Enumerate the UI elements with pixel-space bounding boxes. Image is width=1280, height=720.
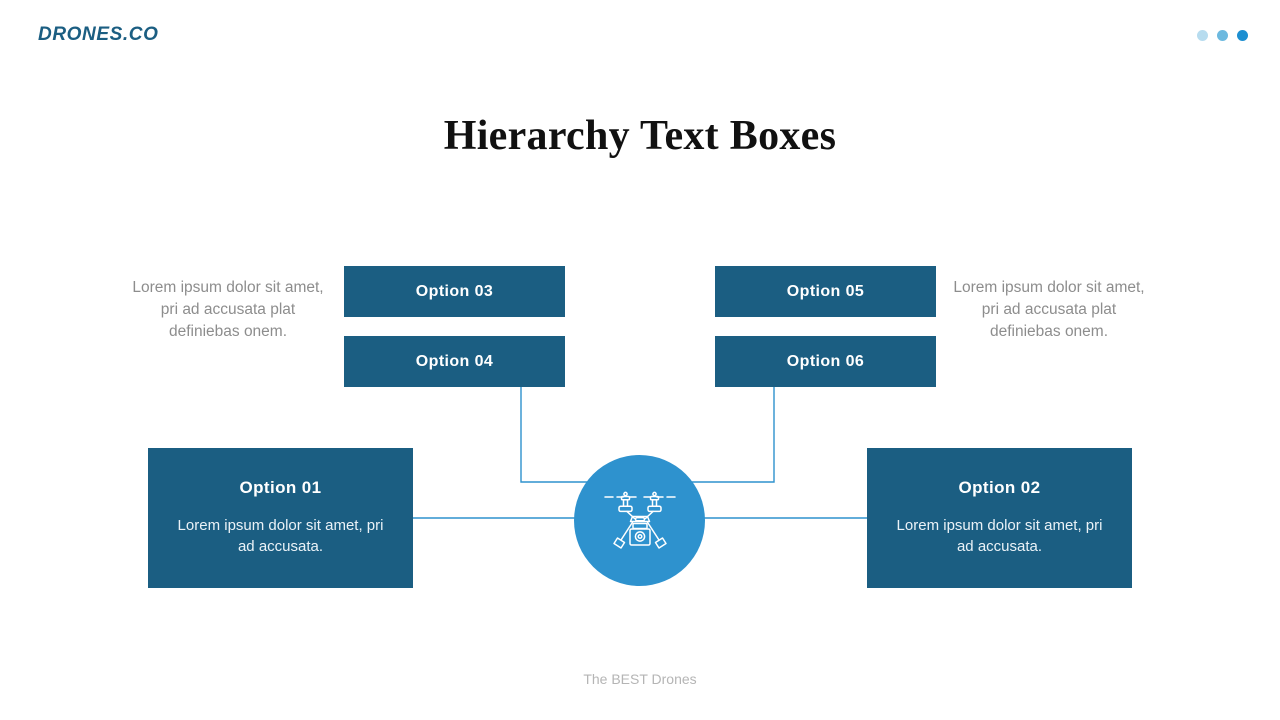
center-badge <box>574 455 705 586</box>
option-panel-02-title: Option 02 <box>958 478 1041 498</box>
footer-note: The BEST Drones <box>583 671 697 687</box>
drone-icon <box>603 491 676 549</box>
side-note-left: Lorem ipsum dolor sit amet, pri ad accus… <box>132 279 324 340</box>
option-panel-01-body: Lorem ipsum dolor sit amet, pri ad accus… <box>177 517 384 555</box>
option-chip-06[interactable]: Option 06 <box>715 336 936 387</box>
option-panel-02[interactable]: Option 02 Lorem ipsum dolor sit amet, pr… <box>867 448 1132 588</box>
option-chip-06-label: Option 06 <box>786 352 865 370</box>
option-chip-03-label: Option 03 <box>415 282 494 300</box>
option-panel-01[interactable]: Option 01 Lorem ipsum dolor sit amet, pr… <box>148 448 413 588</box>
option-chip-03[interactable]: Option 03 <box>344 266 565 317</box>
option-chip-04-label: Option 04 <box>415 352 494 370</box>
option-panel-01-title: Option 01 <box>239 478 322 498</box>
status-dot-1-icon <box>1197 30 1208 41</box>
option-chip-05-label: Option 05 <box>786 282 865 300</box>
status-dot-3-icon <box>1237 30 1248 41</box>
side-note-right: Lorem ipsum dolor sit amet, pri ad accus… <box>953 279 1145 340</box>
option-chip-05[interactable]: Option 05 <box>715 266 936 317</box>
status-dots-group <box>1197 30 1248 41</box>
status-dot-2-icon <box>1217 30 1228 41</box>
option-chip-04[interactable]: Option 04 <box>344 336 565 387</box>
page-title: Hierarchy Text Boxes <box>443 113 837 159</box>
option-panel-02-body: Lorem ipsum dolor sit amet, pri ad accus… <box>896 517 1103 555</box>
brand-logo: DRONES.CO <box>38 24 159 45</box>
